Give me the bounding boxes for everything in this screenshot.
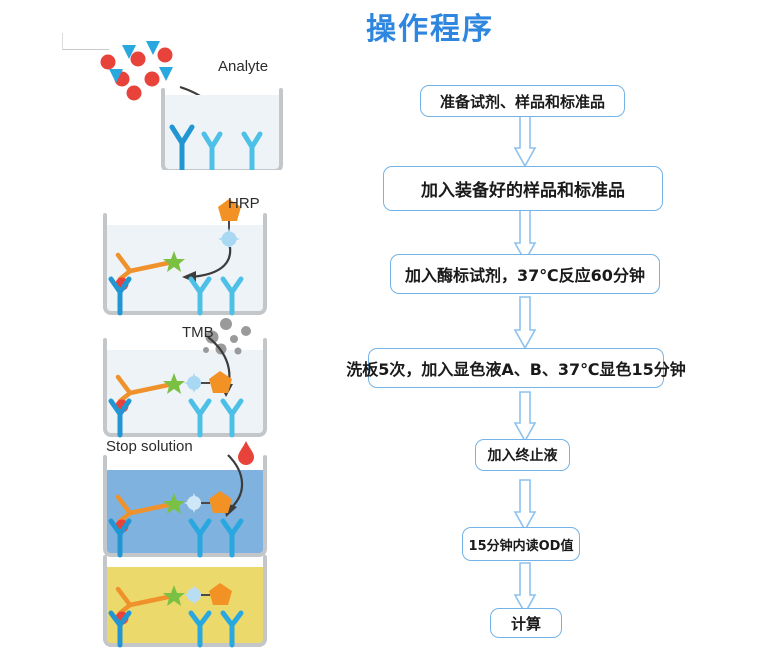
panel-tmb-graphic bbox=[103, 318, 267, 438]
arrow-1-2 bbox=[513, 114, 537, 168]
flowchart-step-5[interactable]: 加入终止液 bbox=[475, 439, 570, 471]
capture-antibodies-3 bbox=[108, 398, 244, 438]
crop-mark bbox=[62, 33, 109, 50]
arrow-3-4 bbox=[513, 296, 537, 350]
panel-tmb-label: TMB bbox=[182, 324, 214, 341]
page-title: 操作程序 bbox=[366, 12, 494, 47]
flowchart-step-6[interactable]: 15分钟内读OD值 bbox=[462, 527, 580, 561]
panel-tmb: TMB bbox=[60, 315, 290, 440]
analyte-particles bbox=[100, 41, 173, 101]
enzyme-pentagon-4 bbox=[209, 583, 232, 605]
flowchart-step-3[interactable]: 加入酶标试剂，37℃反应60分钟 bbox=[390, 254, 660, 294]
panel-result bbox=[60, 553, 290, 653]
capture-antibodies-5 bbox=[108, 610, 244, 648]
hrp-star-3 bbox=[184, 493, 204, 513]
arrow-2-3 bbox=[513, 209, 537, 263]
panel-analyte-label: Analyte bbox=[218, 58, 269, 75]
arrow-5-6 bbox=[513, 479, 537, 532]
flowchart-connectors bbox=[513, 114, 537, 615]
droplet-icon bbox=[238, 441, 254, 465]
arrow-6-7 bbox=[513, 562, 537, 615]
green-star-4 bbox=[163, 585, 185, 606]
green-star-3 bbox=[163, 493, 185, 514]
panel-stop-solution-label: Stop solution bbox=[106, 438, 193, 455]
panel-stop-solution-graphic bbox=[103, 441, 267, 558]
enzyme-pentagon-2 bbox=[209, 371, 232, 393]
panel-analyte: Analyte bbox=[60, 35, 290, 173]
panel-hrp-graphic bbox=[103, 199, 267, 316]
green-star-1 bbox=[163, 251, 185, 272]
hrp-star-2 bbox=[184, 373, 204, 393]
flowchart-step-2[interactable]: 加入装备好的样品和标准品 bbox=[383, 166, 663, 211]
green-star-2 bbox=[163, 373, 185, 394]
flowchart-step-1[interactable]: 准备试剂、样品和标准品 bbox=[420, 85, 625, 117]
capture-antibodies-4 bbox=[108, 518, 244, 558]
capture-antibodies-1 bbox=[169, 124, 263, 173]
panel-hrp: HRP bbox=[60, 193, 290, 318]
panel-result-graphic bbox=[103, 555, 267, 648]
hrp-star-4 bbox=[184, 585, 204, 605]
hrp-star-icon bbox=[218, 228, 240, 250]
panel-stop-solution: Stop solution bbox=[60, 435, 290, 560]
flowchart-step-4[interactable]: 洗板5次，加入显色液A、B、37℃显色15分钟 bbox=[346, 348, 686, 388]
flowchart-step-7[interactable]: 计算 bbox=[490, 608, 562, 638]
panel-hrp-label: HRP bbox=[228, 195, 260, 212]
arrow-4-5 bbox=[513, 391, 537, 443]
capture-antibodies-2 bbox=[108, 276, 244, 316]
enzyme-pentagon-3 bbox=[209, 491, 232, 513]
panel-analyte-graphic bbox=[100, 41, 283, 173]
hrp-conjugate-icon bbox=[218, 199, 241, 250]
